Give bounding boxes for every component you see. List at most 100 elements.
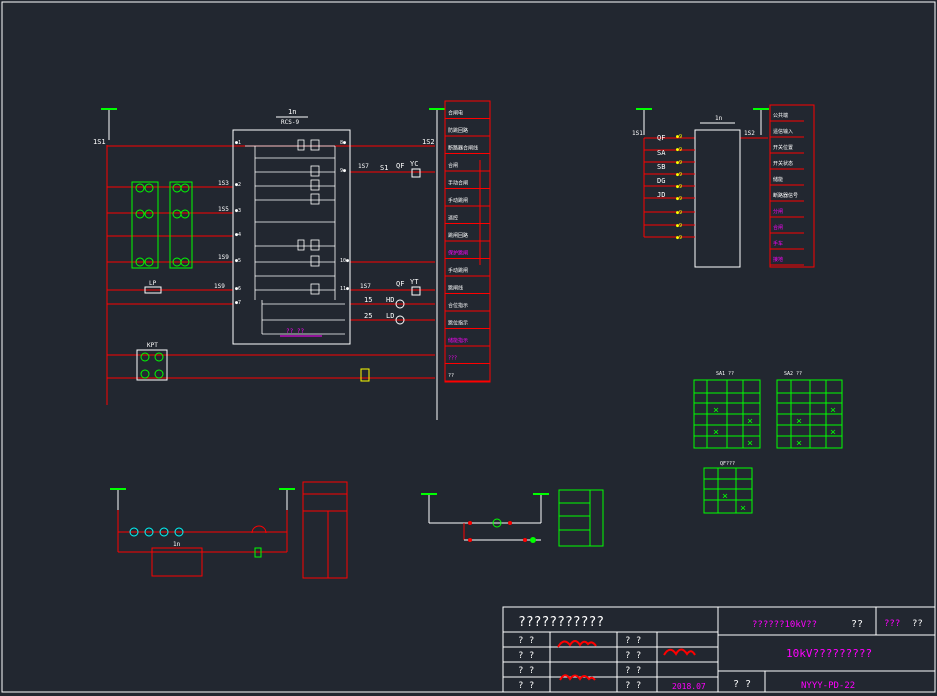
svg-text:×: × (740, 503, 746, 514)
input-signal-circuit: 1S1 1S2 1n ●9●9●9 ●9●9●9 ●9●9●9 QF SA SB… (632, 104, 815, 268)
tb-drawing-name: 10kV????????? (786, 647, 872, 660)
input-label-dg: DG (657, 177, 665, 185)
ct-block-1 (131, 181, 159, 269)
svg-text:10●: 10● (340, 258, 349, 264)
switch-table-2: SA2 ?? ×××× (776, 371, 843, 449)
tb-drawing-no: NYYY-PD-22 (801, 681, 855, 691)
kpt-label: KPT (147, 342, 158, 349)
svg-text:×: × (796, 438, 802, 449)
ld-label: LD (386, 312, 394, 320)
device-title: 1n (288, 108, 296, 116)
legend-row-text: 跳闸回路 (448, 232, 468, 239)
svg-text:●5: ●5 (235, 258, 241, 264)
svg-text:●6: ●6 (235, 286, 241, 292)
ct-block-2 (169, 181, 193, 269)
lp-label: LP (149, 280, 157, 287)
tb-date: 2018.07 (672, 682, 706, 691)
svg-text:×: × (747, 438, 753, 449)
terminal-15: 15 (364, 296, 372, 304)
input-yellow-terminals: ●9●9●9 ●9●9●9 ●9●9●9 (676, 134, 682, 241)
legend-row-text: ??? (448, 356, 457, 362)
kpt-block (136, 349, 168, 381)
storage-legend-frame (302, 481, 348, 579)
legend-row-text: 开关状态 (773, 160, 793, 167)
svg-text:11●: 11● (340, 286, 349, 292)
ld-lamp (395, 315, 405, 325)
tb-qq3: ? ? (518, 666, 534, 676)
legend-row-text: 储能 (773, 176, 783, 183)
svg-text:●9: ●9 (676, 184, 682, 190)
device-internal-wiring (245, 145, 345, 335)
tb-qq7: ? ? (733, 679, 751, 690)
terminal-1S5: 1S5 (218, 206, 229, 213)
legend-row-text: 断路器合闸线 (448, 145, 478, 152)
svg-text:×: × (796, 416, 802, 427)
svg-text:9●: 9● (340, 168, 346, 174)
device-pin-labels: ●1 ●2 ●3 ●4 ●5 ●6 ●7 8● 9● 10● 11● (235, 140, 349, 306)
tb-drawing-title-top: ??????10kV?? (752, 620, 817, 630)
input-label-sb: SB (657, 163, 665, 171)
terminal-25: 25 (364, 312, 372, 320)
terminal-1S3: 1S3 (218, 180, 229, 187)
input-label-sa: SA (657, 149, 666, 157)
device-subtitle: RCS-9 (281, 119, 299, 126)
legend-row-text: ?? (448, 373, 454, 379)
signature-2 (559, 674, 596, 681)
storage-coil (254, 547, 262, 558)
s1-marker: 1S7 (358, 163, 369, 170)
tb-qq4: ? ? (518, 681, 534, 691)
ct-coils (135, 183, 190, 267)
table3-marks: ×× (722, 491, 746, 514)
svg-text:8●: 8● (340, 140, 346, 146)
legend-row-text: 接地 (773, 256, 783, 263)
svg-text:×: × (722, 491, 728, 502)
tb-scale: ??? (884, 619, 900, 629)
tb-project: ??????????? (518, 615, 604, 630)
s1-label: S1 (380, 164, 388, 172)
tb-qq9: ? ? (625, 681, 641, 691)
input-rows (644, 149, 695, 238)
legend-row-text: 储能指示 (448, 337, 468, 344)
switch-table-1: SA1 ?? ×××× (693, 371, 761, 449)
storage-device (151, 547, 203, 577)
legend-row-text: 保护跳闸 (448, 250, 468, 257)
svg-text:×: × (713, 427, 719, 438)
svg-text:●9: ●9 (676, 196, 682, 202)
tb-sheet: ?? (912, 619, 923, 629)
storage-cyan-circles (129, 527, 184, 537)
aux-legend-frame (558, 489, 604, 547)
qf-top-label: QF (396, 162, 404, 170)
table2-marks: ×××× (796, 405, 836, 449)
tb-qq6: ? ? (625, 651, 641, 661)
svg-text:×: × (713, 405, 719, 416)
svg-text:●9: ●9 (676, 160, 682, 166)
input-left-label: 1S1 (632, 130, 643, 137)
fuse-bottom (360, 368, 370, 382)
legend-row-text: 断路器信号 (773, 192, 798, 199)
legend-row-text: 合闸 (773, 224, 783, 231)
tb-check-mark: ?? (851, 619, 863, 630)
svg-text:●2: ●2 (235, 182, 241, 188)
legend-row-text: 遥信输入 (773, 128, 793, 135)
device-relays (297, 139, 320, 295)
legend-row-text: 手动跳闸 (448, 197, 468, 204)
terminal-1S9a: 1S9 (218, 254, 229, 261)
left-bus-label: 1S1 (93, 138, 106, 146)
right-bus-label: 1S2 (422, 138, 435, 146)
yc-label: YC (410, 160, 418, 168)
main-control-circuit: 1S1 1S2 1S3 (93, 100, 491, 420)
svg-text:●9: ●9 (676, 210, 682, 216)
svg-text:●9: ●9 (676, 134, 682, 140)
table1-title: SA1 ?? (716, 371, 734, 377)
signature-1 (557, 640, 597, 648)
title-block: ??????????? ??????10kV?? ?? ??? ?? 10kV?… (502, 606, 936, 693)
svg-text:●9: ●9 (676, 147, 682, 153)
legend-row-text: 遥控 (448, 215, 458, 222)
legend-row-text: 跳位指示 (448, 320, 468, 327)
input-label-qf: QF (657, 134, 665, 142)
legend-row-text: 手车 (773, 240, 783, 247)
input-label-jd: JD (657, 191, 665, 199)
input-legend-frame (769, 104, 815, 268)
